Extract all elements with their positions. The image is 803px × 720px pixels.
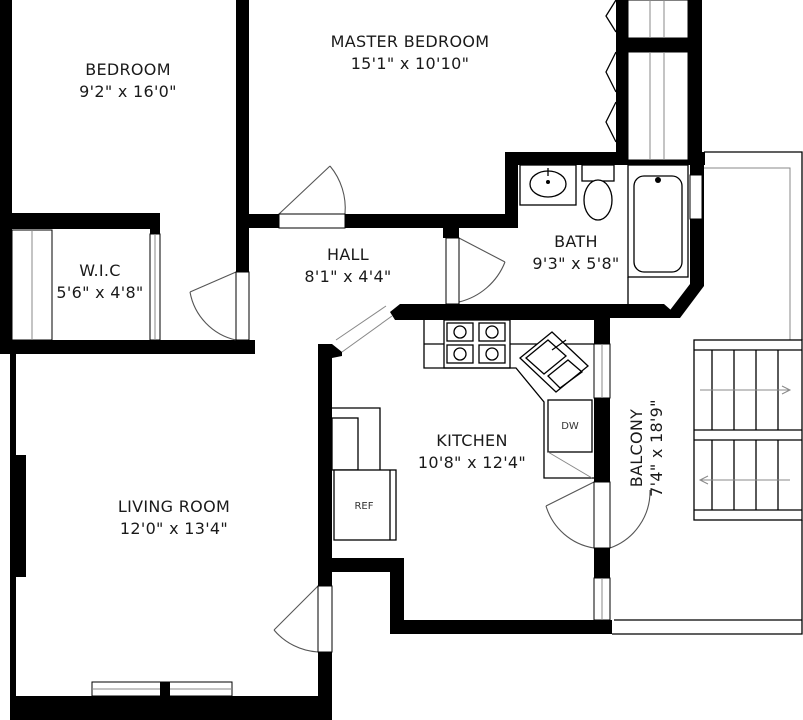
dim-hall: 8'1" x 4'4" xyxy=(304,267,391,286)
dim-balcony: 7'4" x 18'9" xyxy=(647,399,666,497)
dim-bedroom: 9'2" x 16'0" xyxy=(79,82,177,101)
wall-bath-left-upper xyxy=(505,152,518,228)
bathtub xyxy=(627,164,689,278)
wall-kitchen-corner xyxy=(318,344,342,358)
dim-kitchen: 10'8" x 12'4" xyxy=(418,453,526,472)
wall-left-upper xyxy=(0,0,12,228)
wall-living-bottom xyxy=(12,696,332,720)
label-bath: BATH xyxy=(554,232,598,251)
balcony-rail-top xyxy=(704,151,803,340)
label-kitchen: KITCHEN xyxy=(436,431,507,450)
wall-kitchen-right-low xyxy=(594,548,610,578)
dim-bath: 9'3" x 5'8" xyxy=(532,254,619,273)
wall-kitchen-top xyxy=(390,304,680,320)
dim-master-bedroom: 15'1" x 10'10" xyxy=(351,54,470,73)
label-refrigerator: REF xyxy=(354,501,373,512)
wall-kitchen-bottom xyxy=(318,558,612,652)
wall-kitchen-right-mid xyxy=(594,398,610,482)
wall-wic-top xyxy=(0,213,160,229)
opening-kitchen-hall xyxy=(341,315,393,353)
label-master-bedroom: MASTER BEDROOM xyxy=(331,32,490,51)
wall-master-right xyxy=(616,0,628,160)
toilet-bowl xyxy=(583,179,613,221)
door-master xyxy=(278,165,331,215)
label-living-room: LIVING ROOM xyxy=(118,497,230,516)
closet-door-a xyxy=(605,0,617,33)
closet-door-b xyxy=(605,51,617,93)
dim-wic: 5'6" x 4'8" xyxy=(56,283,143,302)
door-bedroom xyxy=(189,271,237,293)
kitchen-sink xyxy=(519,331,589,393)
windows xyxy=(11,0,703,697)
label-hall: HALL xyxy=(327,245,369,264)
wall-living-niche xyxy=(12,455,26,577)
refrigerator xyxy=(333,469,397,541)
door-bath xyxy=(458,237,506,263)
door-entry xyxy=(273,585,319,631)
wall-bedroom-master xyxy=(236,0,249,272)
dishwasher xyxy=(547,399,593,453)
wall-right-cap xyxy=(628,38,688,52)
label-wic: W.I.C xyxy=(79,261,121,280)
wall-right-upper xyxy=(688,0,702,160)
window-master xyxy=(627,51,689,161)
wall-kitchen-right-top xyxy=(594,318,610,344)
window-master-top xyxy=(627,0,689,39)
wall-kitchen-left xyxy=(318,344,332,558)
dim-living-room: 12'0" x 13'4" xyxy=(120,519,228,538)
fixtures xyxy=(331,164,689,541)
window-bath xyxy=(689,174,703,220)
kitchen-counter xyxy=(423,320,594,479)
balcony-rail-bottom xyxy=(612,520,803,635)
label-dishwasher: DW xyxy=(561,421,579,432)
toilet-tank xyxy=(581,164,615,182)
label-balcony: BALCONY xyxy=(627,409,646,487)
pantry xyxy=(332,407,381,470)
doors xyxy=(149,0,651,653)
wall-master-bottom-b xyxy=(345,214,517,228)
wall-hall-right xyxy=(446,228,459,238)
wall-left-mid xyxy=(0,228,12,348)
label-bedroom: BEDROOM xyxy=(85,60,171,79)
wall-master-bottom-a xyxy=(249,214,279,228)
door-balcony xyxy=(545,481,595,507)
wall-living-top xyxy=(0,340,255,354)
closet-door-c xyxy=(605,101,617,143)
balcony xyxy=(612,151,803,635)
room-labels: BEDROOM 9'2" x 16'0" MASTER BEDROOM 15'1… xyxy=(56,32,666,538)
stove xyxy=(443,319,511,369)
